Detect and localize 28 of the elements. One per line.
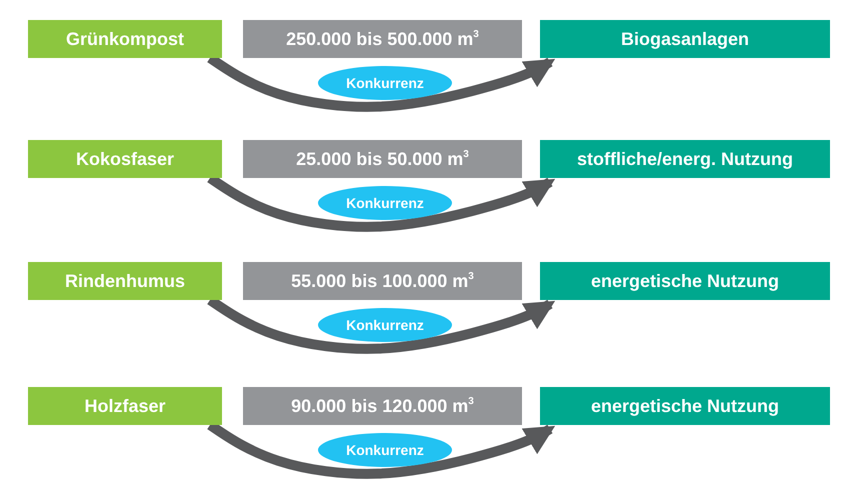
use-box <box>540 262 830 300</box>
source-box <box>28 387 222 425</box>
box-label: 25.000 bis 50.000 m$^{3}$ <box>296 148 469 170</box>
source-box <box>28 262 222 300</box>
use-box <box>540 140 830 178</box>
box-label: energetische Nutzung <box>590 270 780 292</box>
edge-label: Konkurrenz <box>318 433 452 467</box>
edge-label: Konkurrenz <box>318 66 452 100</box>
amount-box <box>243 20 522 58</box>
amount-box <box>243 262 522 300</box>
box-label: Kokosfaser <box>76 148 174 170</box>
box-label: energetische Nutzung <box>590 396 780 416</box>
box-label: Rindenhumus <box>65 270 185 292</box>
box-label: stoffliche/energ. Nutzung <box>577 148 793 170</box>
box-label: 250.000 bis 500.000 m$^{3}$ <box>286 28 479 50</box>
box-label: 55.000 bis 100.000 m$^{3}$ <box>291 270 474 292</box>
amount-box <box>243 140 522 178</box>
box-label: Biogasanlagen <box>620 28 750 50</box>
box-label: Holzfaser <box>84 396 166 416</box>
edge-label: Konkurrenz <box>318 186 452 220</box>
amount-box <box>243 387 522 425</box>
source-box <box>28 140 222 178</box>
edge-label: Konkurrenz <box>318 308 452 342</box>
box-label: 90.000 bis 120.000 m$^{3}$ <box>291 396 474 416</box>
use-box <box>540 387 830 425</box>
box-label: Grünkompost <box>66 28 184 50</box>
source-box <box>28 20 222 58</box>
use-box <box>540 20 830 58</box>
